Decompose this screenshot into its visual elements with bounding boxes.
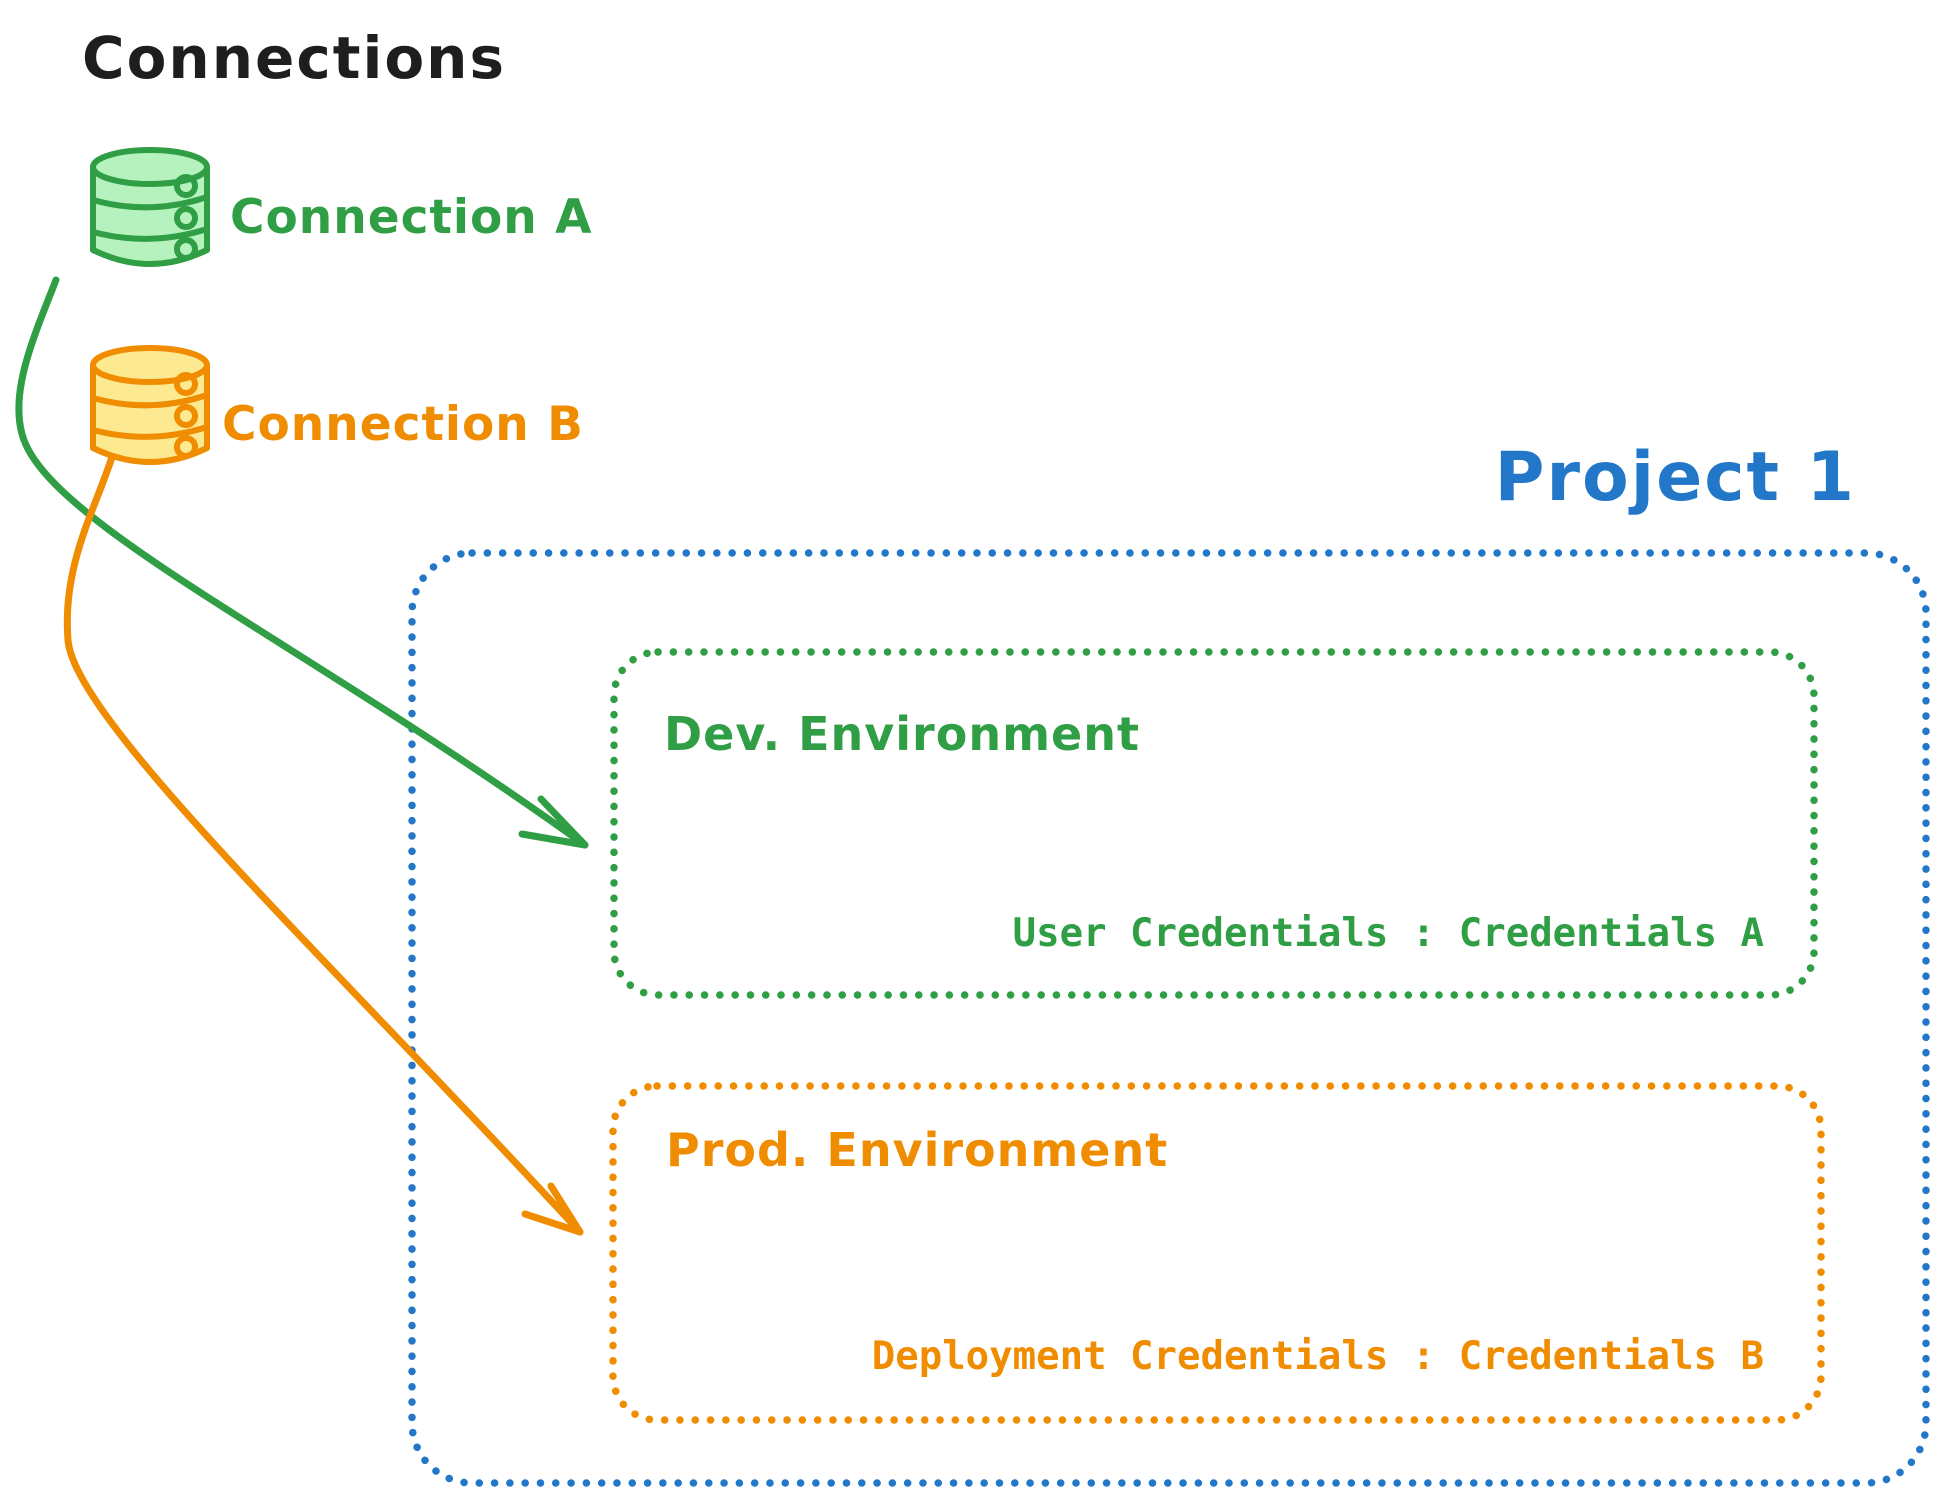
prod-environment-box	[609, 1082, 1825, 1424]
connection-a-label: Connection A	[230, 190, 593, 245]
arrowhead-orange	[521, 1182, 584, 1236]
prod-environment-title: Prod. Environment	[666, 1123, 1168, 1177]
arrow-connection-a-to-dev-environment	[15, 276, 589, 849]
dev-environment-title: Dev. Environment	[664, 707, 1140, 761]
project-title: Project 1	[1495, 438, 1856, 517]
connection-a-database-icon	[90, 147, 210, 267]
connection-b-label: Connection B	[222, 397, 584, 452]
dev-environment-credentials: User Credentials : Credentials A	[1013, 911, 1764, 956]
arrow-connection-b-to-prod-environment	[63, 453, 584, 1236]
dev-environment-box	[610, 648, 1818, 999]
arrowhead-green	[518, 795, 589, 849]
connection-b-database-icon	[90, 345, 210, 465]
prod-environment-credentials: Deployment Credentials : Credentials B	[872, 1334, 1764, 1379]
diagram-title: Connections	[82, 24, 506, 92]
project-1-container	[408, 549, 1930, 1487]
